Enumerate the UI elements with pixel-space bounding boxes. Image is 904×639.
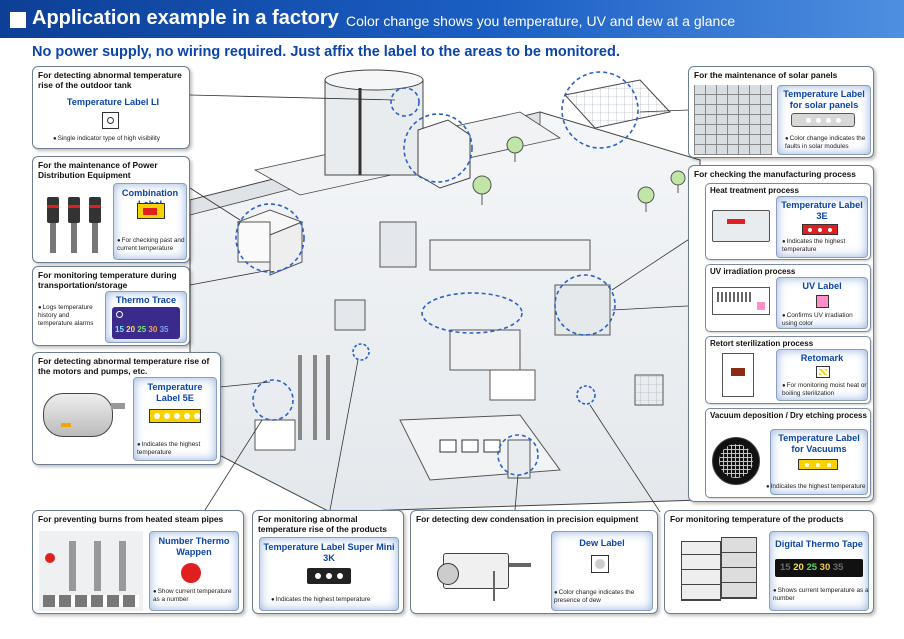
product-name: Temperature Label 5E: [147, 382, 203, 403]
lead-text: No power supply, no wiring required. Jus…: [32, 44, 620, 60]
product-name: Dew Label: [579, 538, 625, 548]
steam-pipes-illustration: [39, 531, 143, 611]
page-title: Application example in a factory: [32, 7, 339, 29]
dew-label-icon: [591, 555, 609, 573]
process-title: UV irradiation process: [710, 267, 796, 276]
box-transport: For monitoring temperature during transp…: [32, 266, 190, 346]
motor-illustration: [41, 383, 127, 447]
box-title: For checking the manufacturing process: [694, 169, 856, 179]
product-note: Confirms UV irradiation using color: [782, 312, 868, 328]
product-note: Color change indicates the faults in sol…: [785, 135, 871, 151]
box-steam: For preventing burns from heated steam p…: [32, 510, 244, 614]
product-note: Indicates the highest temperature: [782, 238, 868, 254]
product-name: UV Label: [802, 281, 842, 291]
card-scale: 15 20 25 30 35: [115, 325, 169, 334]
process-title: Vacuum deposition / Dry etching process: [710, 411, 867, 420]
box-title: For monitoring temperature of the produc…: [670, 514, 844, 524]
product-note: Show current temperature as a number: [153, 588, 237, 604]
cargo-boxes: [236, 209, 304, 276]
product-name: Digital Thermo Tape: [775, 539, 863, 549]
product-note: Indicates the highest temperature: [271, 596, 401, 604]
tape-scale: 15 20 25 30 35: [780, 562, 844, 573]
product-name: Temperature Label Super Mini 3K: [263, 542, 395, 563]
wafer-illustration: [712, 437, 760, 485]
box-power-distribution: For the maintenance of Power Distributio…: [32, 156, 190, 263]
product-name: Temperature Label for Vacuums: [778, 433, 860, 454]
retort-pouch-illustration: [722, 353, 754, 397]
box-title: For the maintenance of Power Distributio…: [38, 160, 158, 180]
box-products-mini: For monitoring abnormal temperature rise…: [252, 510, 404, 614]
product-note: Indicates the highest temperature: [766, 483, 870, 491]
product-name: Temperature Label LI: [66, 97, 160, 107]
combination-label-icon: [137, 203, 165, 219]
product-note: Logs temperature history and temperature…: [38, 304, 103, 328]
page-subtitle: Color change shows you temperature, UV a…: [346, 13, 736, 29]
process-title: Heat treatment process: [710, 186, 799, 195]
temperature-label-3e-icon: [802, 224, 838, 235]
process-heat: Heat treatment process Temperature Label…: [705, 183, 871, 260]
product-name: Retomark: [800, 353, 844, 363]
product-boxes-illustration: [675, 533, 765, 611]
box-solar: For the maintenance of solar panels Temp…: [688, 66, 874, 158]
process-retort: Retort sterilization process Retomark Fo…: [705, 336, 871, 404]
process-uv: UV irradiation process UV Label Confirms…: [705, 264, 871, 332]
box-title: For detecting abnormal temperature rise …: [38, 70, 182, 90]
thermo-wappen-icon: [181, 563, 201, 583]
box-motors: For detecting abnormal temperature rise …: [32, 352, 221, 465]
temperature-label-5e-icon: [149, 409, 201, 423]
product-note: Single indicator type of high visibility: [53, 135, 188, 143]
box-digital: For monitoring temperature of the produc…: [664, 510, 874, 614]
oven-illustration: [712, 210, 770, 242]
box-title: For preventing burns from heated steam p…: [38, 514, 224, 524]
projector-illustration: [433, 543, 533, 603]
product-note: Color change indicates the presence of d…: [554, 589, 652, 605]
vacuum-label-icon: [798, 459, 838, 470]
retomark-icon: [816, 366, 830, 378]
solar-panel-illustration: [564, 79, 671, 129]
process-title: Retort sterilization process: [710, 339, 814, 348]
box-title: For monitoring abnormal temperature rise…: [258, 514, 387, 534]
solar-panel-photo: [694, 85, 772, 155]
outdoor-tank-illustration: [324, 79, 424, 176]
process-vacuum: Vacuum deposition / Dry etching process …: [705, 408, 871, 498]
uv-label-icon: [816, 295, 829, 308]
cable-connectors-illustration: [41, 185, 111, 257]
product-name: Temperature Label for solar panels: [783, 89, 865, 110]
product-name: Number Thermo Wappen: [158, 536, 230, 557]
box-dew: For detecting dew condensation in precis…: [410, 510, 658, 614]
header-bar: Application example in a factory Color c…: [0, 0, 904, 38]
header-square-icon: [10, 12, 26, 28]
box-title: For monitoring temperature during transp…: [38, 270, 177, 290]
product-note: For monitoring moist heat or boiling ste…: [782, 382, 868, 398]
thermo-trace-card: 15 20 25 30 35: [112, 307, 180, 339]
temperature-label-li-icon: [102, 112, 119, 129]
product-note: Indicates the highest temperature: [137, 441, 215, 457]
box-title: For the maintenance of solar panels: [694, 70, 838, 80]
box-outdoor-tank: For detecting abnormal temperature rise …: [32, 66, 190, 149]
product-note: For checking past and current temperatur…: [117, 237, 185, 253]
box-title: For detecting dew condensation in precis…: [416, 514, 639, 524]
super-mini-3k-icon: [307, 568, 351, 584]
solar-label-icon: [791, 113, 855, 127]
box-title: For detecting abnormal temperature rise …: [38, 356, 210, 376]
product-note: Shows current temperature as a number: [773, 587, 869, 603]
uv-sheet-illustration: [712, 287, 770, 315]
digital-thermo-tape: 15 20 25 30 35: [775, 559, 863, 577]
box-manufacturing: For checking the manufacturing process H…: [688, 165, 874, 502]
product-name: Temperature Label 3E: [781, 200, 863, 221]
